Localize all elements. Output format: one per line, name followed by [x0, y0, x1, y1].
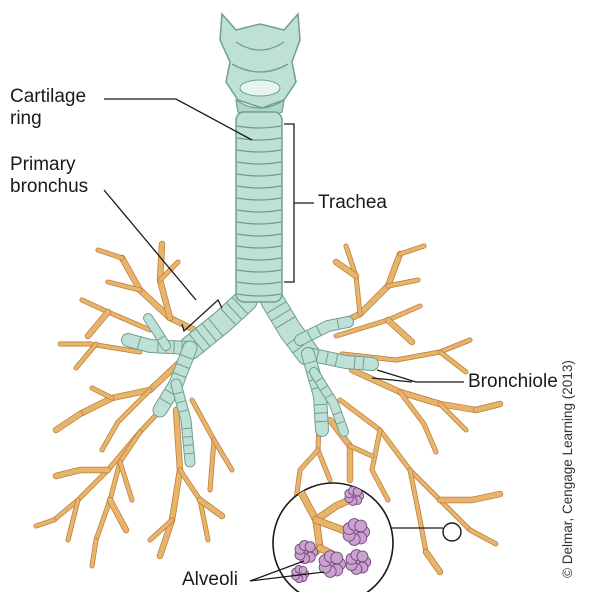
bronchiole-branch	[92, 540, 96, 566]
trachea	[236, 112, 282, 302]
bronchiole-branch	[350, 446, 372, 456]
alveolus	[299, 566, 307, 574]
bronchiole-branch	[82, 300, 150, 330]
alveolus	[357, 551, 368, 562]
bronchiole-branch	[214, 440, 232, 470]
alveolar-sac	[343, 519, 369, 546]
alveolus	[355, 520, 367, 532]
trachea-label: Trachea	[318, 192, 387, 214]
larynx	[220, 14, 300, 118]
magnification-source-marker	[443, 523, 461, 541]
alveoli-label: Alveoli	[182, 569, 238, 591]
bronchiole-branch	[76, 344, 96, 368]
bronchiole-branch	[440, 352, 466, 372]
bronchiole-branch	[120, 462, 132, 500]
left-primary-bronchus	[190, 300, 246, 348]
cartilage-ring-leader	[104, 99, 252, 140]
bronchiole-branch	[92, 388, 112, 398]
bronchiole-branch	[388, 320, 412, 342]
bronchiole-branch	[56, 414, 80, 430]
bronchus-ring	[316, 421, 328, 422]
bronchiole-branch	[470, 530, 496, 544]
alveolus	[305, 542, 315, 552]
alveolar-sac	[346, 550, 371, 575]
copyright-credit: © Delmar, Cengage Learning (2013)	[560, 360, 575, 578]
bronchiole-label: Bronchiole	[468, 371, 558, 393]
primary-bronchus-label: Primary bronchus	[10, 154, 88, 198]
alveolar-sac	[295, 541, 318, 564]
trachea-bracket	[284, 124, 294, 282]
bronchiole-branch	[88, 312, 108, 336]
bronchiole-branch	[98, 250, 122, 258]
bronchiole-branch	[426, 552, 440, 572]
alveolar-sac	[319, 551, 345, 578]
cartilage-ring-label: Cartilage ring	[10, 86, 86, 130]
bronchus-ring	[315, 413, 327, 414]
alveolus	[331, 552, 343, 564]
bronchiole-branch	[400, 246, 424, 254]
bronchiole-branch	[346, 246, 360, 314]
bronchiole-branch	[192, 400, 214, 490]
bronchus-ring	[174, 341, 175, 353]
bronchus-ring	[315, 404, 327, 405]
bronchiole-branch	[110, 500, 126, 530]
bronchiole-branch	[476, 404, 500, 410]
